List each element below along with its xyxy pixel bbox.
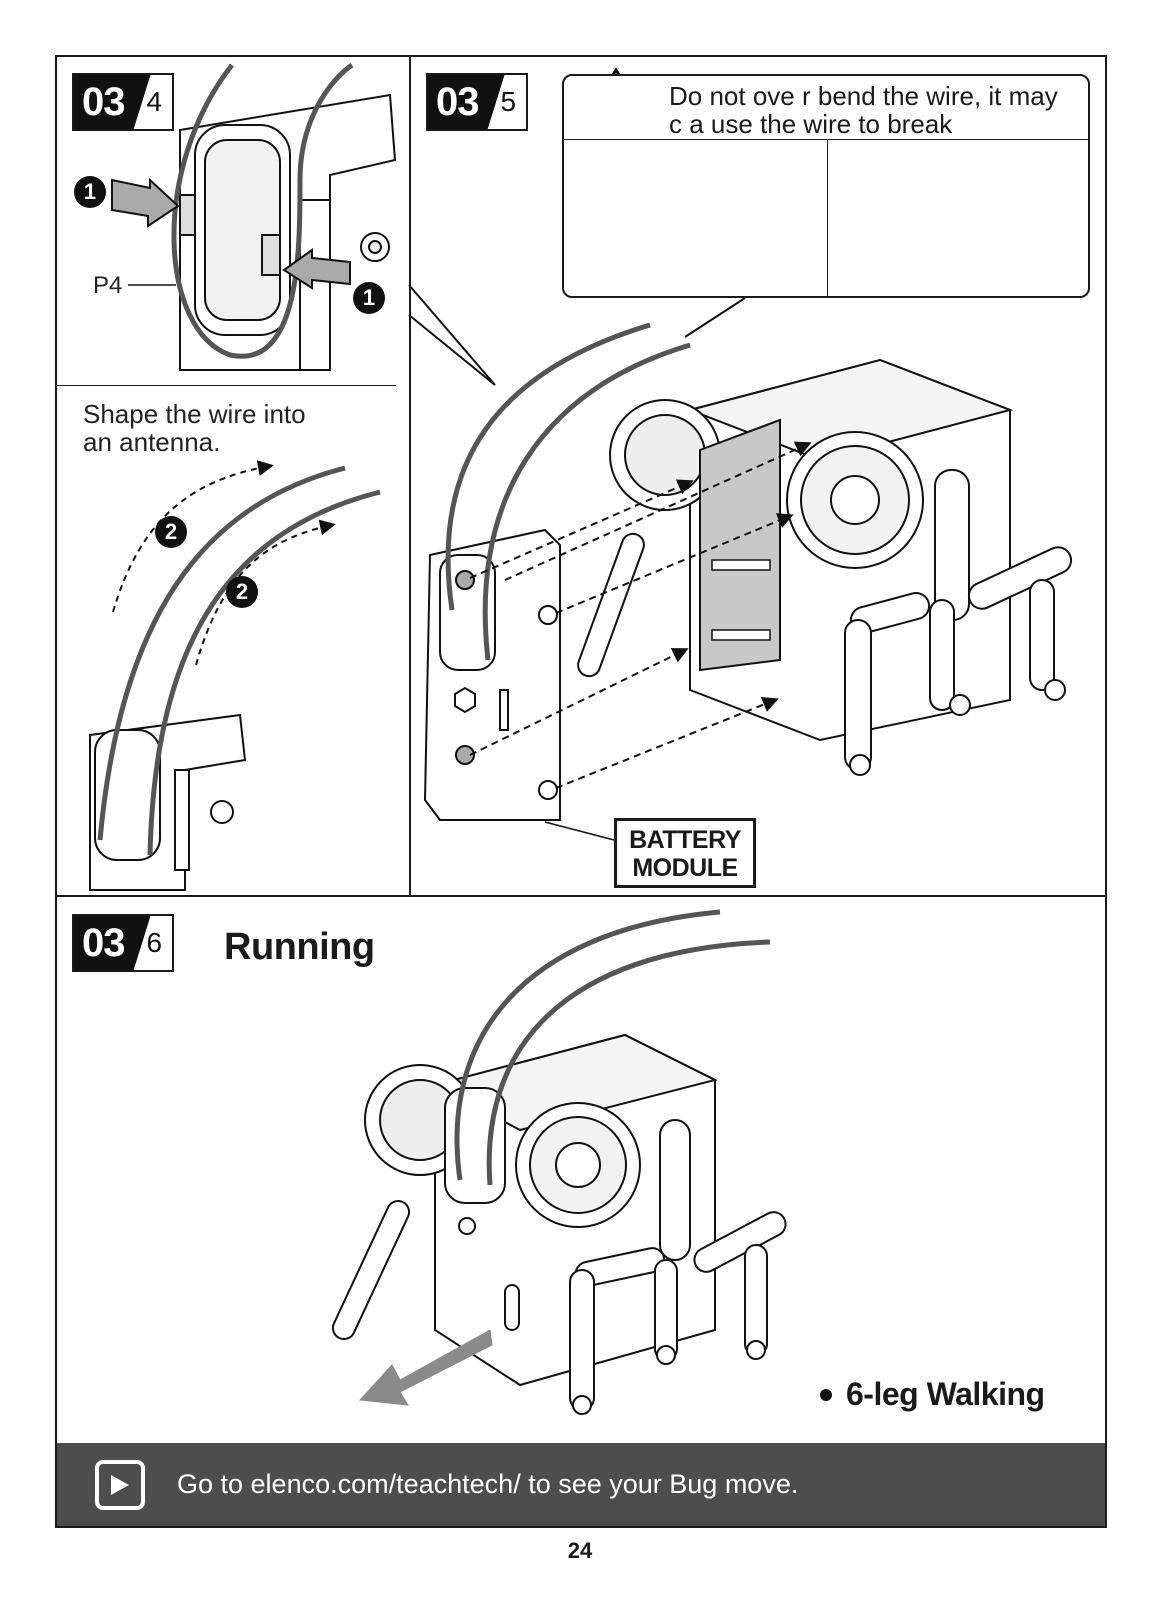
step-badge-minor: 6 (146, 927, 163, 958)
walking-mode-label: 6-leg Walking (820, 1376, 1045, 1413)
warning-box: Do not ove r bend the wire, it may c a u… (562, 74, 1090, 298)
warning-separator (564, 139, 1088, 140)
warning-text: Do not ove r bend the wire, it may c a u… (669, 82, 1081, 138)
step4-antenna-wire-right (147, 489, 381, 856)
video-link-text[interactable]: Go to elenco.com/teachtech/ to see your … (177, 1469, 799, 1499)
step-badge-major: 03 (74, 916, 151, 970)
page-number: 24 (567, 1538, 593, 1563)
step4-antenna-wire-left (97, 465, 346, 841)
assembly-dashed-guides (469, 441, 812, 789)
step6-title: Running (224, 926, 375, 968)
step5-gearbox (577, 358, 1073, 776)
warning-separator-vertical (827, 139, 828, 298)
battery-module-label: BATTERY MODULE (614, 818, 756, 888)
step6-antenna-wire-right (486, 939, 771, 1186)
direction-arrow (358, 1329, 493, 1406)
battery-module (423, 528, 561, 821)
step-badge-major: 03 (428, 75, 505, 129)
callout-number-2: 2 (155, 516, 187, 548)
step4-push-arrows (111, 177, 351, 290)
play-icon[interactable] (95, 1459, 145, 1510)
callout-number-1: 1 (353, 282, 385, 314)
video-link-bar: Go to elenco.com/teachtech/ to see your … (57, 1443, 1105, 1526)
panel-divider-horizontal (55, 895, 1107, 897)
callout-number-2: 2 (226, 576, 258, 608)
walking-mode-text: 6-leg Walking (846, 1376, 1045, 1412)
step-badge-03-6: 03 6 (72, 914, 175, 972)
callout-number-1: 1 (74, 176, 106, 208)
step5-antenna-wire-right (482, 342, 691, 661)
panel-divider-vertical (409, 55, 411, 897)
step-badge-minor: 5 (500, 86, 517, 117)
battery-label-line1: BATTERY (629, 826, 741, 854)
step4-instruction-line1: Shape the wire into (83, 399, 306, 429)
step-badge-major: 03 (74, 75, 151, 129)
bullet-icon (820, 1388, 832, 1401)
battery-label-line2: MODULE (632, 854, 738, 882)
step4-sub-divider (55, 385, 396, 386)
step-badge-03-4: 03 4 (72, 73, 175, 131)
step4-wire-clip-illustration (179, 93, 397, 371)
step-badge-03-5: 03 5 (426, 73, 529, 131)
warning-line2: c a use the wire to break (669, 109, 953, 139)
completed-bug (331, 1033, 787, 1415)
warning-line1: Do not ove r bend the wire, it may (669, 81, 1058, 111)
step4-instruction: Shape the wire into an antenna. (83, 400, 306, 456)
battery-compartment (699, 418, 781, 672)
page-frame (55, 55, 1107, 1528)
step5-antenna-wire-left (445, 322, 651, 611)
part-label-p4: P4 (93, 272, 123, 299)
step6-antenna-wire-left (454, 909, 721, 1181)
step-badge-minor: 4 (146, 86, 163, 117)
step4-instruction-line2: an antenna. (83, 427, 221, 457)
